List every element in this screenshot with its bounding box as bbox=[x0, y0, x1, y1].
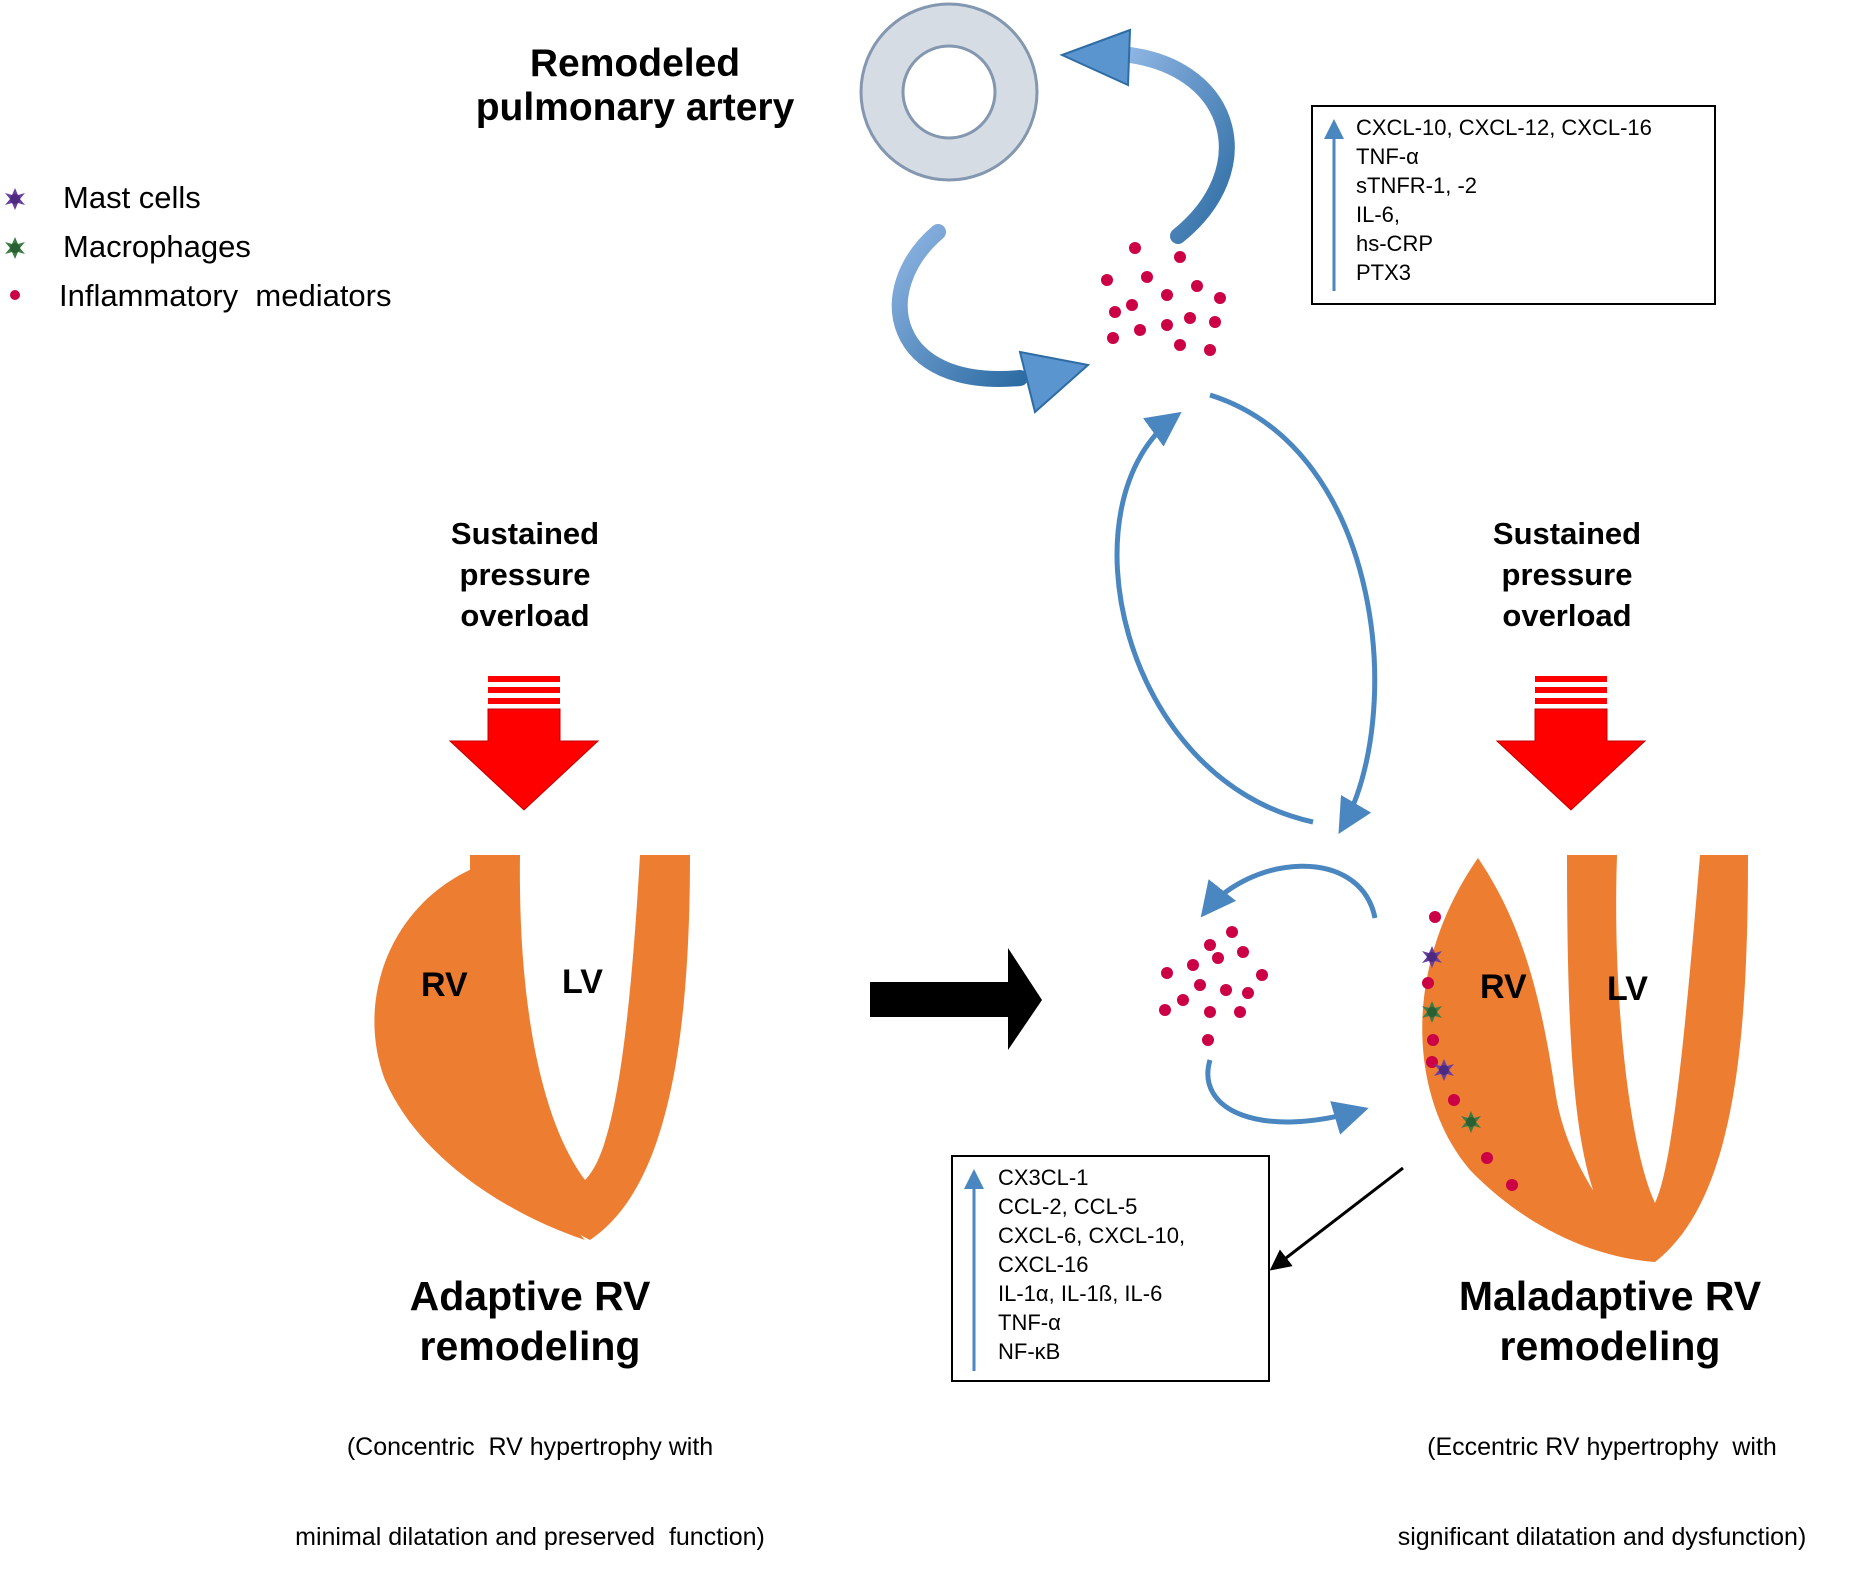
connector-arrow bbox=[1269, 1166, 1404, 1271]
title-line: Maladaptive RV bbox=[1458, 1273, 1762, 1319]
macrophage-icon bbox=[5, 237, 25, 259]
feedback-arrows-top bbox=[891, 28, 1235, 414]
title-line-2: pulmonary artery bbox=[475, 86, 795, 129]
systemic-loop-arrows bbox=[1114, 392, 1378, 835]
marker-item: IL-1α, IL-1ß, IL-6 bbox=[998, 1281, 1163, 1306]
stimulus-line: pressure bbox=[1501, 557, 1633, 592]
myocardial-markers-list: CX3CL-1 CCL-2, CCL-5 CXCL-6, CXCL-10, CX… bbox=[998, 1163, 1185, 1366]
description-line: (Concentric RV hypertrophy with bbox=[346, 1433, 714, 1461]
adaptive-title: Adaptive RV remodeling bbox=[330, 1271, 730, 1371]
description-line: minimal dilatation and preserved functio… bbox=[295, 1523, 765, 1551]
description-line: (Eccentric RV hypertrophy with bbox=[1427, 1433, 1777, 1461]
marker-item: NF-κB bbox=[998, 1339, 1061, 1364]
lv-label-left: LV bbox=[562, 963, 603, 1001]
pulmonary-artery-ring bbox=[859, 2, 1039, 182]
myocardial-markers-box: CX3CL-1 CCL-2, CCL-5 CXCL-6, CXCL-10, CX… bbox=[951, 1155, 1270, 1382]
description-line: significant dilatation and dysfunction) bbox=[1397, 1523, 1807, 1551]
circulating-markers-box: CXCL-10, CXCL-12, CXCL-16 TNF-α sTNFR-1,… bbox=[1311, 105, 1716, 305]
stimulus-label-left: Sustained pressure overload bbox=[410, 513, 640, 636]
marker-item: TNF-α bbox=[998, 1310, 1061, 1335]
marker-item: TNF-α bbox=[1356, 144, 1419, 169]
adaptive-description: (Concentric RV hypertrophy with minimal … bbox=[240, 1372, 820, 1582]
figure-title: Remodeled pulmonary artery bbox=[440, 42, 830, 130]
stimulus-line: overload bbox=[460, 598, 590, 633]
title-line-1: Remodeled bbox=[529, 42, 741, 85]
marker-item: CX3CL-1 bbox=[998, 1165, 1089, 1190]
marker-item: CCL-2, CCL-5 bbox=[998, 1194, 1138, 1219]
pressure-arrow-right bbox=[1495, 676, 1647, 811]
diagram-canvas bbox=[5, 2, 1748, 1271]
marker-item: CXCL-10, CXCL-12, CXCL-16 bbox=[1356, 115, 1652, 140]
circulating-markers-list: CXCL-10, CXCL-12, CXCL-16 TNF-α sTNFR-1,… bbox=[1356, 113, 1652, 287]
rv-label-left: RV bbox=[421, 966, 468, 1004]
rv-label-right: RV bbox=[1480, 968, 1527, 1006]
legend-label-mediators: Inflammatory mediators bbox=[59, 278, 392, 313]
mediator-cluster-bottom bbox=[1159, 926, 1268, 1046]
marker-item: IL-6, bbox=[1356, 202, 1401, 227]
marker-item: CXCL-6, CXCL-10, bbox=[998, 1223, 1186, 1248]
heart-adaptive bbox=[374, 855, 690, 1240]
legend-label-mast-cells: Mast cells bbox=[63, 180, 201, 215]
inflammatory-mediator-icon bbox=[10, 290, 20, 300]
title-line: remodeling bbox=[419, 1323, 641, 1369]
mast-cell-icon bbox=[5, 188, 25, 210]
title-line: Adaptive RV bbox=[409, 1273, 651, 1319]
maladaptive-title: Maladaptive RV remodeling bbox=[1410, 1271, 1810, 1371]
heart-maladaptive bbox=[1422, 855, 1748, 1262]
lv-label-right: LV bbox=[1607, 970, 1648, 1008]
stimulus-line: Sustained bbox=[450, 516, 600, 551]
stimulus-line: Sustained bbox=[1492, 516, 1642, 551]
pressure-arrow-left bbox=[448, 676, 600, 811]
marker-item: sTNFR-1, -2 bbox=[1356, 173, 1477, 198]
stimulus-line: pressure bbox=[459, 557, 591, 592]
increase-arrow-icon bbox=[1324, 119, 1344, 291]
marker-item: hs-CRP bbox=[1356, 231, 1434, 256]
marker-item: CXCL-16 bbox=[998, 1252, 1089, 1277]
progression-arrow bbox=[870, 948, 1042, 1050]
legend-label-macrophages: Macrophages bbox=[63, 229, 251, 264]
increase-arrow-icon bbox=[964, 1169, 984, 1371]
title-line: remodeling bbox=[1499, 1323, 1721, 1369]
stimulus-label-right: Sustained pressure overload bbox=[1452, 513, 1682, 636]
local-loop-arrows bbox=[1200, 863, 1378, 1135]
maladaptive-description: (Eccentric RV hypertrophy with significa… bbox=[1352, 1372, 1852, 1582]
mediator-cluster-top bbox=[1101, 242, 1226, 356]
marker-item: PTX3 bbox=[1356, 260, 1412, 285]
stimulus-line: overload bbox=[1502, 598, 1632, 633]
